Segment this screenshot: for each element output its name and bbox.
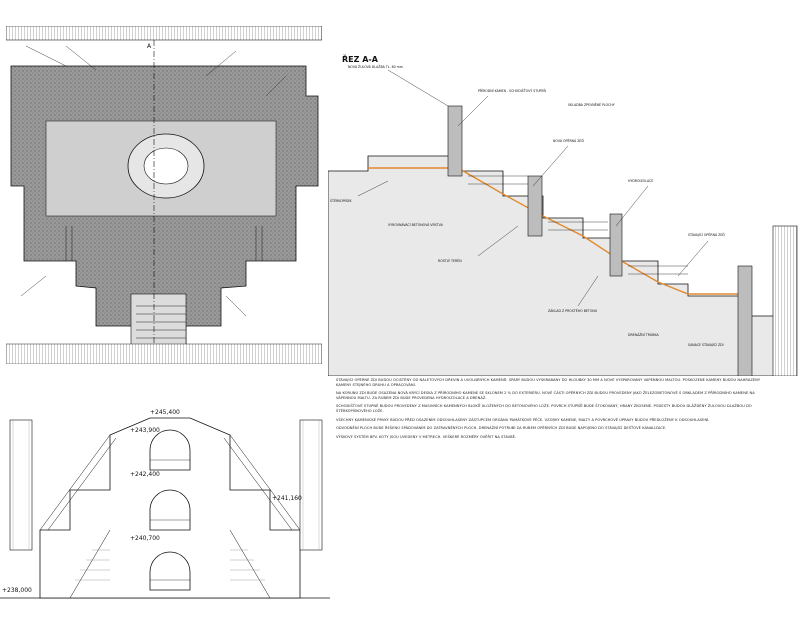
note-paragraph: STÁVAJÍCÍ OPĚRNÉ ZDI BUDOU OČIŠTĚNY OD N…	[336, 378, 761, 387]
section-title: ŘEZ A-A	[342, 55, 378, 64]
section-label-6: ŠTĚRKOPÍSEK	[330, 198, 353, 203]
level-4: +242,400	[130, 471, 160, 478]
section-label-11: SKLADBA ZPEVNĚNÉ PLOCHY	[568, 102, 615, 107]
note-paragraph: VÝŠKOVÝ SYSTÉM BPV. KÓTY JSOU UVEDENY V …	[336, 434, 517, 439]
site-plan-drawing: A	[6, 26, 322, 364]
section-label-12: SANACE STÁVAJÍCÍ ZDI	[688, 342, 724, 347]
section-label-1: NOVÁ ŽULOVÁ DLAŽBA TL. 60 mm	[348, 64, 403, 69]
level-2: +240,700	[130, 535, 160, 542]
elevation-drawing: +238,000 +240,700 +241,160 +242,400 +243…	[0, 409, 330, 599]
level-5: +243,900	[130, 427, 160, 434]
section-label-4: HYDROIZOLACE	[628, 179, 653, 183]
section-label-8: ZÁKLAD Z PROSTÉHO BETONU	[548, 308, 598, 313]
front-elevation: +238,000 +240,700 +241,160 +242,400 +243…	[0, 380, 330, 610]
svg-text:A: A	[147, 43, 152, 50]
section-label-7: ROSTLÝ TERÉN	[438, 258, 462, 263]
section-a-a: NOVÁ ŽULOVÁ DLAŽBA TL. 60 mm PŘÍRODNÍ KÁ…	[328, 46, 798, 376]
section-drawing: NOVÁ ŽULOVÁ DLAŽBA TL. 60 mm PŘÍRODNÍ KÁ…	[328, 64, 798, 376]
section-label-5: STÁVAJÍCÍ OPĚRNÁ ZEĎ	[688, 232, 725, 237]
level-1: +238,000	[2, 587, 32, 594]
level-6: +245,400	[150, 409, 180, 416]
note-paragraph: NA KORUNU ZDI BUDE OSAZENA NOVÁ KRYCÍ DE…	[336, 391, 755, 400]
note-paragraph: VŠECHNY KAMENICKÉ PRVKY BUDOU PŘED OSAZE…	[336, 417, 710, 422]
section-label-3: NOVÁ OPĚRNÁ ZEĎ	[553, 138, 584, 143]
note-paragraph: SCHODIŠŤOVÉ STUPNĚ BUDOU PROVEDENY Z MAS…	[336, 404, 752, 413]
section-label-9: DRENÁŽNÍ TRUBKA	[628, 332, 659, 337]
technical-notes: STÁVAJÍCÍ OPĚRNÉ ZDI BUDOU OČIŠTĚNY OD N…	[336, 378, 776, 608]
site-plan: A	[6, 26, 322, 364]
section-label-10: VYROVNÁVACÍ BETONOVÁ VRSTVA	[388, 222, 444, 227]
note-paragraph: ODVODNĚNÍ PLOCH BUDE ŘEŠENO SPÁDOVÁNÍM D…	[336, 426, 667, 431]
level-3: +241,160	[272, 495, 302, 502]
section-label-2: PŘÍRODNÍ KÁMEN - SCHODIŠŤOVÝ STUPEŇ	[478, 88, 546, 93]
